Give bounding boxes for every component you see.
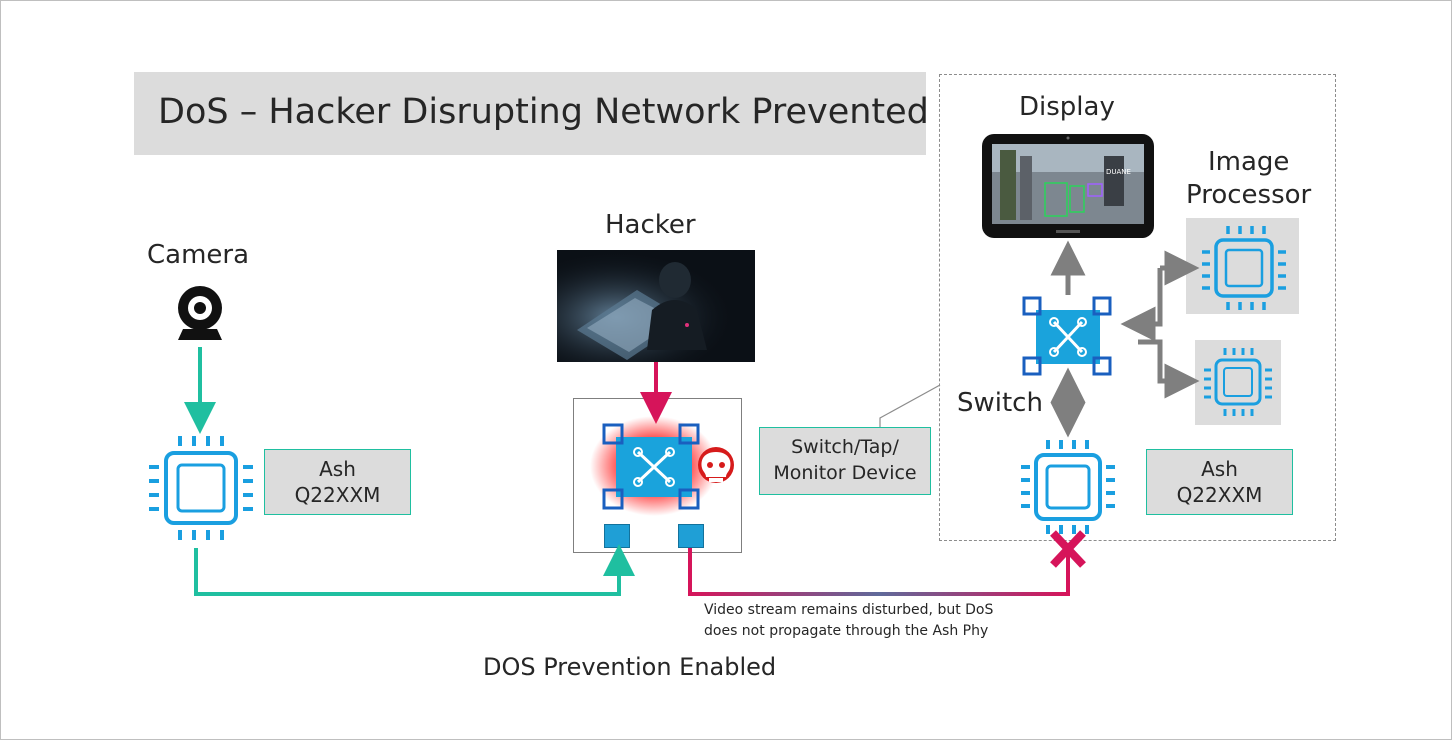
title-banner: DoS – Hacker Disrupting Network Prevente…	[134, 72, 929, 155]
image-processor-label-line1: Image	[1208, 147, 1290, 177]
switch-tap-monitor-label: Switch/Tap/ Monitor Device	[759, 427, 931, 495]
ash-left-line2: Q22XXM	[294, 483, 381, 507]
display-label: Display	[1019, 92, 1115, 122]
page-title: DoS – Hacker Disrupting Network Prevente…	[158, 92, 929, 132]
switch-tap-line2: Monitor Device	[773, 462, 917, 484]
note-line1: Video stream remains disturbed, but DoS	[704, 602, 994, 618]
deserializer-chip-icon	[1021, 440, 1115, 534]
ash-right-line2: Q22XXM	[1176, 483, 1263, 507]
hacker-photo	[557, 250, 755, 362]
serializer-chip-icon	[149, 436, 253, 540]
callout-line	[879, 384, 941, 427]
footer-caption: DOS Prevention Enabled	[483, 653, 777, 681]
ash-left-line1: Ash	[319, 457, 356, 481]
image-processor-bg-small	[1195, 340, 1281, 425]
secondary-processor-chip-icon	[1204, 348, 1272, 416]
ecu-boundary	[939, 74, 1336, 541]
blocked-x-icon	[1050, 530, 1086, 568]
display-icon: DUANE	[982, 134, 1154, 238]
display-screen-text: DUANE	[1106, 168, 1131, 176]
switch-to-deserializer-path	[688, 548, 1070, 596]
ash-right-line1: Ash	[1201, 457, 1238, 481]
camera-label: Camera	[147, 240, 250, 270]
hacker-label: Hacker	[605, 210, 696, 240]
ash-deserializer-label: Ash Q22XXM	[1146, 449, 1293, 515]
serializer-to-switch-arrow	[194, 544, 635, 596]
switch-to-small-processor-arrow	[1138, 339, 1200, 399]
image-processor-label-line2: Processor	[1186, 180, 1312, 210]
compromised-switch-icon	[590, 416, 718, 516]
ecu-switch-icon	[1022, 296, 1112, 376]
switch-tap-line1: Switch/Tap/	[791, 436, 899, 459]
propagation-note: Video stream remains disturbed, but DoS …	[704, 600, 993, 642]
skull-icon	[698, 447, 734, 483]
image-processor-chip-icon	[1202, 226, 1286, 310]
note-line2: does not propagate through the Ash Phy	[704, 623, 989, 639]
processor-to-switch-arrow	[1120, 268, 1163, 342]
image-processor-bg-large	[1186, 218, 1299, 314]
camera-icon	[178, 286, 222, 340]
ash-serializer-label: Ash Q22XXM	[264, 449, 411, 515]
switch-label: Switch	[957, 388, 1043, 418]
switch-port-right	[678, 524, 704, 548]
